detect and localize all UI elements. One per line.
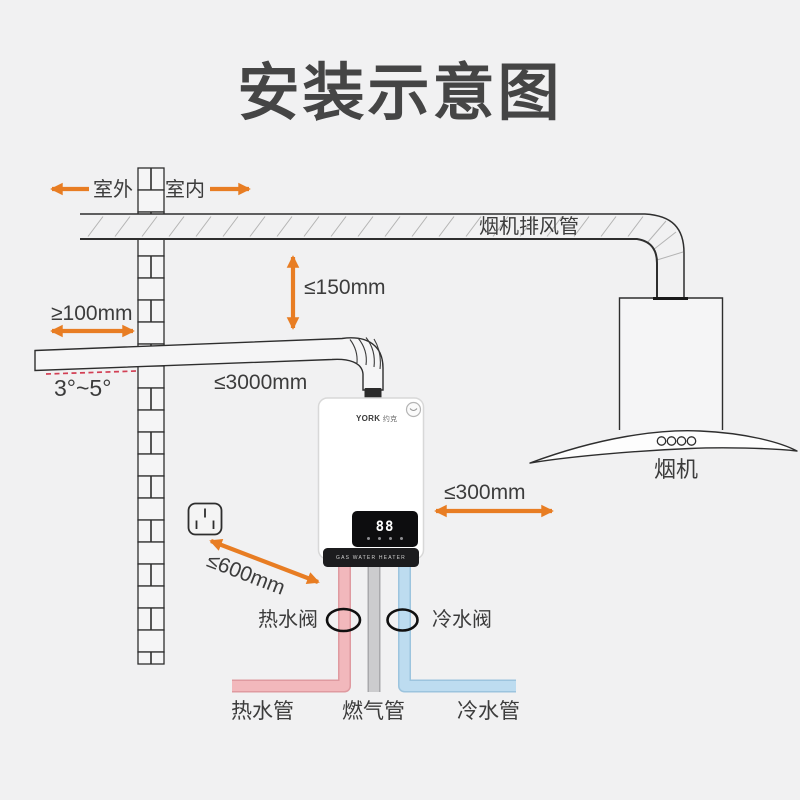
indoor-label: 室内 xyxy=(165,179,205,201)
duct-hatch-lines xyxy=(87,216,644,237)
brand-en: YORK xyxy=(356,414,381,423)
clearance-100mm-label: ≥100mm xyxy=(51,302,133,325)
heater-strip-text: GAS WATER HEATER xyxy=(336,555,406,561)
range-hood xyxy=(529,297,798,464)
clearance-300mm-label: ≤300mm xyxy=(444,481,526,504)
dimension-arrows xyxy=(50,182,554,585)
brand-cn: 约克 xyxy=(382,416,398,423)
flue-length-label: ≤3000mm xyxy=(214,371,308,394)
arrow-600mm xyxy=(209,538,320,585)
heater-display-panel xyxy=(352,511,418,547)
cold-pipe-label: 冷水管 xyxy=(457,700,520,723)
page-title: 安装示意图 xyxy=(237,59,563,128)
hot-valve-label: 热水阀 xyxy=(258,609,318,631)
heater-flue-pipe xyxy=(34,337,384,399)
outdoor-label: 室外 xyxy=(93,179,133,201)
hood-label: 烟机 xyxy=(654,457,699,482)
cold-valve-label: 冷水阀 xyxy=(432,609,492,631)
supply-pipes xyxy=(232,556,516,693)
slope-reference-line xyxy=(45,370,138,375)
heater-brand: YORK 约克 xyxy=(356,414,397,424)
badge-icon xyxy=(405,401,422,418)
duct-label: 烟机排风管 xyxy=(479,216,579,238)
range-hood-canopy xyxy=(529,430,798,464)
flue-slope-label: 3°~5° xyxy=(54,375,112,401)
heater-bottom-strip xyxy=(323,548,419,567)
hot-pipe-label: 热水管 xyxy=(231,700,294,723)
power-outlet-icon xyxy=(187,502,223,536)
flue-collar xyxy=(364,388,382,399)
range-hood-chimney xyxy=(618,297,724,430)
wall-brick-column xyxy=(137,167,165,665)
range-hood-buttons xyxy=(656,436,697,446)
cold-water-valve-marker xyxy=(386,608,419,632)
hot-water-valve-marker xyxy=(325,607,362,633)
clearance-150mm-label: ≤150mm xyxy=(304,276,386,299)
hood-exhaust-duct xyxy=(80,213,685,298)
gas-pipe-label: 燃气管 xyxy=(342,700,405,723)
